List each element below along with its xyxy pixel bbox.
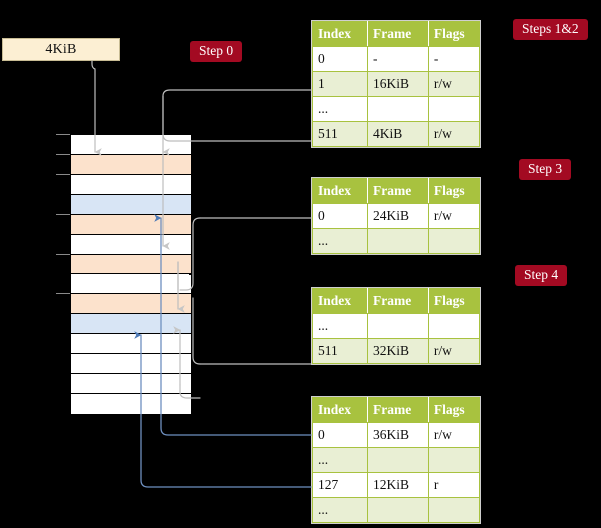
column-header-index: Index	[312, 178, 368, 204]
table-cell: 24KiB	[366, 203, 429, 229]
memory-tick	[56, 153, 70, 155]
table-cell	[427, 497, 481, 523]
table-cell: 0	[312, 203, 368, 229]
table-cell	[427, 228, 481, 254]
column-header-flags: Flags	[427, 288, 481, 314]
table-row: ...	[312, 313, 481, 339]
table-cell: 0	[312, 46, 368, 72]
table-cell: 0	[312, 422, 368, 448]
badge-step-4: Step 4	[515, 265, 568, 286]
table-cell: ...	[312, 313, 368, 339]
memory-tick	[56, 293, 70, 295]
column-header-frame: Frame	[366, 397, 429, 423]
physical-memory-column	[70, 134, 191, 415]
table-cell: 12KiB	[366, 472, 429, 498]
table-cell: 36KiB	[366, 422, 429, 448]
table-cell: ...	[312, 447, 368, 473]
table-cell	[366, 497, 429, 523]
table-cell: 4KiB	[366, 121, 429, 147]
table-cell: 511	[312, 338, 368, 364]
table-cell: r/w	[427, 338, 481, 364]
table-cell: 16KiB	[366, 71, 429, 97]
column-header-flags: Flags	[427, 178, 481, 204]
memory-frame-row	[71, 354, 191, 375]
column-header-flags: Flags	[427, 21, 481, 47]
table-cell: ...	[312, 497, 368, 523]
table-cell	[427, 313, 481, 339]
source-frame-label: 4KiB	[45, 41, 77, 57]
table-cell: 127	[312, 472, 368, 498]
column-header-frame: Frame	[366, 288, 429, 314]
memory-frame-row	[71, 374, 191, 395]
badge-steps-1-2: Steps 1&2	[513, 19, 588, 40]
table-cell	[427, 96, 481, 122]
memory-frame-row	[71, 274, 191, 295]
column-header-frame: Frame	[366, 21, 429, 47]
memory-frame-row	[71, 174, 191, 195]
table-cell: 1	[312, 71, 368, 97]
wire-step4-route	[192, 297, 201, 365]
table-cell: -	[366, 46, 429, 72]
table-row: ...	[312, 447, 481, 473]
memory-tick	[56, 253, 70, 255]
column-header-flags: Flags	[427, 397, 481, 423]
memory-frame-row	[71, 214, 191, 235]
table-cell: ...	[312, 96, 368, 122]
column-header-index: Index	[312, 21, 368, 47]
table-cell: r/w	[427, 422, 481, 448]
memory-frame-row	[71, 314, 191, 335]
memory-frame-row	[71, 334, 191, 355]
table-row: ...	[312, 96, 481, 122]
table-cell: r/w	[427, 121, 481, 147]
badge-step-0: Step 0	[190, 41, 243, 62]
table-cell: ...	[312, 228, 368, 254]
column-header-frame: Frame	[366, 178, 429, 204]
table-cell: 511	[312, 121, 368, 147]
memory-tick	[56, 134, 70, 135]
table-cell	[366, 228, 429, 254]
source-frame-box: 4KiB	[2, 38, 120, 61]
memory-frame-row	[71, 254, 191, 275]
column-header-index: Index	[312, 397, 368, 423]
table-cell	[366, 96, 429, 122]
badge-step-3: Step 3	[519, 159, 572, 180]
table-row: 0--	[312, 46, 481, 72]
table-cell	[366, 447, 429, 473]
memory-frame-row	[71, 154, 191, 175]
table-cell: 32KiB	[366, 338, 429, 364]
table-cell	[366, 313, 429, 339]
memory-frame-row	[71, 234, 191, 255]
table-row: ...	[312, 228, 481, 254]
memory-frame-row	[71, 194, 191, 215]
table-row: ...	[312, 497, 481, 523]
memory-tick	[56, 173, 70, 175]
memory-frame-row	[71, 294, 191, 315]
table-cell	[427, 447, 481, 473]
table-cell: r	[427, 472, 481, 498]
table-cell: r/w	[427, 71, 481, 97]
memory-tick	[56, 213, 70, 215]
table-cell: r/w	[427, 203, 481, 229]
memory-frame-row	[71, 135, 191, 155]
table-cell: -	[427, 46, 481, 72]
column-header-index: Index	[312, 288, 368, 314]
memory-frame-row	[71, 394, 191, 414]
